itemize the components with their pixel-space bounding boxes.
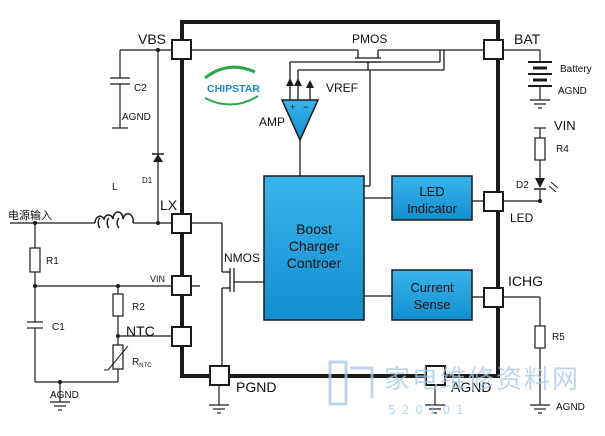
agnd-c2-label: AGND xyxy=(122,112,151,123)
label-vref: VREF xyxy=(326,81,358,95)
r4-label: R4 xyxy=(556,144,569,155)
battery-label: Battery xyxy=(560,64,592,75)
boost-line3: Controer xyxy=(287,255,342,271)
resistor-r2 xyxy=(112,293,124,317)
led-d2 xyxy=(534,178,559,193)
inductor-label: L xyxy=(112,182,118,193)
watermark-chinese: 家电维修资料网 xyxy=(384,365,580,395)
pin-label-ntc: NTC xyxy=(126,323,155,339)
amp-in-arrow-1 xyxy=(286,78,294,86)
junction-dots xyxy=(33,48,542,384)
internal-wiring xyxy=(191,49,484,366)
current-sense-block: Current Sense xyxy=(391,269,473,321)
pin-ntc xyxy=(171,326,192,347)
logo-text: CHIPSTAR xyxy=(207,83,260,95)
inductor-l xyxy=(94,211,134,229)
watermark-digits: 520101 xyxy=(388,403,470,417)
led-block-line2: Indicator xyxy=(407,201,458,216)
ground-symbol-r5 xyxy=(530,404,550,414)
amp-symbol: + − xyxy=(280,99,320,142)
c1-label: C1 xyxy=(52,322,65,333)
vref-arrow xyxy=(306,80,314,88)
pin-label-ichg: ICHG xyxy=(508,273,543,289)
r1-label: R1 xyxy=(46,256,59,267)
pin-label-agnd: AGND xyxy=(451,379,491,395)
amp-minus: − xyxy=(303,102,308,112)
right-external-wiring xyxy=(503,49,541,405)
resistor-rntc xyxy=(104,344,129,371)
label-pmos: PMOS xyxy=(352,32,387,46)
amp-in-arrow-2 xyxy=(294,78,302,86)
resistor-r5 xyxy=(534,325,546,349)
d2-label: D2 xyxy=(516,180,529,191)
c2-label: C2 xyxy=(134,83,147,94)
battery-symbol xyxy=(528,61,552,87)
pin-pgnd xyxy=(209,365,230,386)
pin-label-led: LED xyxy=(510,211,534,225)
boost-line1: Boost xyxy=(296,221,332,237)
vin-right-label: VIN xyxy=(554,118,576,133)
r5-label: R5 xyxy=(552,332,565,343)
pin-vin xyxy=(171,275,192,296)
left-external-wiring xyxy=(10,49,436,405)
vin-pin-label: VIN xyxy=(150,274,165,284)
agnd-battery-label: AGND xyxy=(558,86,587,97)
power-input-label: 电源输入 xyxy=(8,208,52,222)
pin-label-vbs: VBS xyxy=(138,31,166,47)
agnd-left-label: AGND xyxy=(50,390,79,401)
sense-line2: Sense xyxy=(414,297,451,312)
sense-line1: Current xyxy=(410,280,454,295)
agnd-r5-label: AGND xyxy=(556,402,585,413)
resistor-r4 xyxy=(534,137,546,161)
led-indicator-block: LED Indicator xyxy=(391,175,473,221)
ground-symbol-battery xyxy=(530,99,550,109)
resistor-r1 xyxy=(29,247,41,273)
pin-lx xyxy=(171,213,192,234)
ground-symbol-left xyxy=(50,401,70,411)
pin-ichg xyxy=(483,287,504,308)
pin-label-lx: LX xyxy=(160,197,178,213)
pin-vbs xyxy=(171,39,192,60)
diode-d1 xyxy=(152,153,164,162)
pin-led xyxy=(483,191,504,212)
rntc-label: RNTC xyxy=(132,357,152,369)
chipstar-logo: CHIPSTAR xyxy=(204,65,260,106)
pin-label-bat: BAT xyxy=(514,31,541,47)
ground-symbol-agnd-pin xyxy=(425,404,445,414)
watermark: 家电维修资料网 520101 xyxy=(328,360,580,417)
pin-label-pgnd: PGND xyxy=(236,379,276,395)
boost-line2: Charger xyxy=(289,238,340,254)
boost-charger-controller-block: Boost Charger Controer xyxy=(263,175,365,321)
d1-label: D1 xyxy=(142,176,153,185)
amp-plus: + xyxy=(290,102,295,112)
led-block-line1: LED xyxy=(419,184,444,199)
pin-bat xyxy=(483,39,504,60)
label-nmos: NMOS xyxy=(224,251,260,265)
label-amp: AMP xyxy=(259,115,285,129)
ground-symbol-pgnd xyxy=(209,404,229,414)
r2-label: R2 xyxy=(132,302,145,313)
